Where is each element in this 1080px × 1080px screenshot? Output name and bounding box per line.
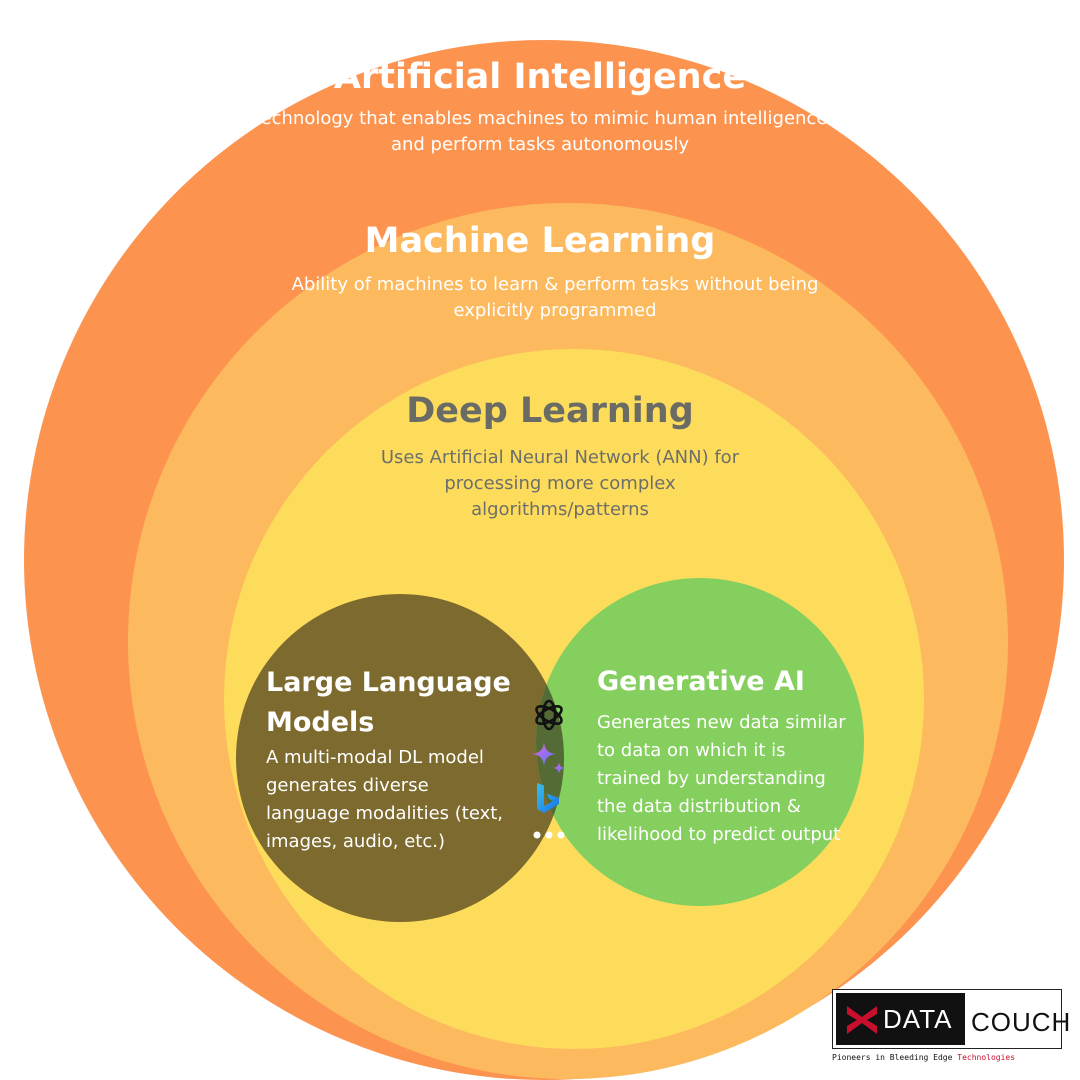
logo-mark-icon: [847, 1006, 877, 1034]
logo-tagline-highlight: Technologies: [957, 1053, 1016, 1062]
llm-desc-line: A multi-modal DL model: [266, 747, 484, 768]
ml-description: Ability of machines to learn & perform t…: [260, 272, 850, 324]
dl-title: Deep Learning: [406, 391, 694, 431]
logo-tagline-prefix: Pioneers in Bleeding Edge: [832, 1053, 953, 1062]
genai-desc-line: to data on which it is: [597, 740, 786, 761]
ai-description: Technology that enables machines to mimi…: [220, 106, 860, 158]
llm-desc-line: generates diverse: [266, 775, 429, 796]
logo-frame: DATA COUCH: [832, 989, 1070, 1049]
gemini-sparkle-icon: [532, 742, 565, 774]
genai-title: Generative AI: [597, 666, 805, 697]
logo-word-data: DATA: [883, 1004, 953, 1034]
llm-description: A multi-modal DL model generates diverse…: [266, 744, 526, 856]
genai-desc-line: trained by understanding: [597, 768, 826, 789]
llm-title: Large Language Models: [266, 663, 516, 743]
logo-tagline: Pioneers in Bleeding Edge Technologies: [832, 1052, 1064, 1064]
datacouch-logo: DATA COUCH Pioneers in Bleeding Edge Tec…: [832, 989, 1070, 1071]
llm-title-line: Large Language: [266, 667, 511, 698]
llm-circle: [236, 594, 564, 922]
dl-desc-line: algorithms/patterns: [471, 499, 649, 520]
ai-desc-line: Technology that enables machines to mimi…: [252, 108, 828, 129]
ml-desc-line: explicitly programmed: [453, 300, 657, 321]
dl-desc-line: Uses Artificial Neural Network (ANN) for: [380, 447, 740, 468]
dl-desc-line: processing more complex: [444, 473, 676, 494]
genai-desc-line: Generates new data similar: [597, 712, 846, 733]
llm-desc-line: images, audio, etc.): [266, 831, 445, 852]
genai-desc-line: the data distribution &: [597, 796, 801, 817]
genai-desc-line: likelihood to predict output: [597, 824, 841, 845]
logo-word-couch: COUCH: [971, 1007, 1072, 1037]
ai-desc-line: and perform tasks autonomously: [390, 134, 690, 155]
genai-description: Generates new data similar to data on wh…: [597, 709, 867, 849]
ml-desc-line: Ability of machines to learn & perform t…: [291, 274, 819, 295]
llm-desc-line: language modalities (text,: [266, 803, 504, 824]
ml-title: Machine Learning: [364, 221, 716, 261]
openai-icon: [535, 699, 563, 731]
more-dots-icon: [533, 831, 565, 839]
llm-title-line: Models: [266, 707, 375, 738]
bing-icon: [537, 783, 559, 813]
ai-title: Artificial Intelligence: [333, 57, 747, 97]
genai-circle: [536, 578, 864, 906]
dl-description: Uses Artificial Neural Network (ANN) for…: [355, 445, 765, 523]
